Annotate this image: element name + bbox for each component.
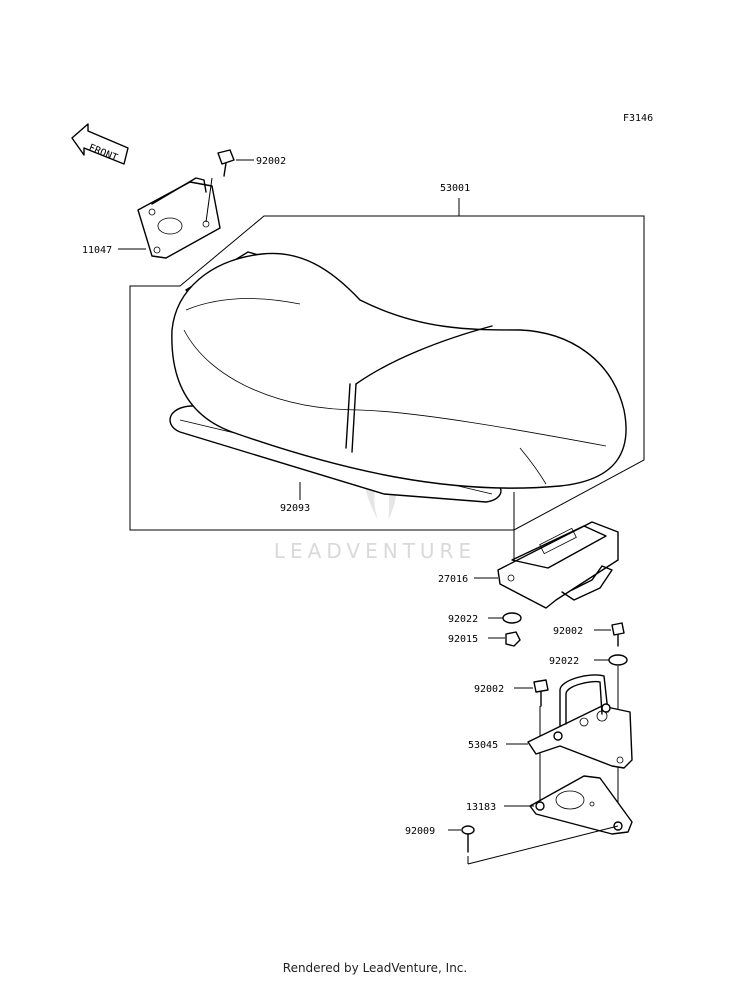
hook-bracket bbox=[527, 674, 633, 769]
label-bolt-right-upper: 92002 bbox=[553, 626, 583, 637]
front-arrow-label: FRONT bbox=[87, 143, 119, 164]
nut-icon bbox=[505, 631, 521, 647]
bolt-right-icon bbox=[611, 622, 625, 647]
assembly-box bbox=[129, 215, 645, 531]
label-washer-upper: 92022 bbox=[448, 614, 478, 625]
label-nut: 92015 bbox=[448, 634, 478, 645]
label-washer-right: 92022 bbox=[549, 656, 579, 667]
seat-hook bbox=[497, 521, 619, 609]
watermark-text: LEADVENTURE bbox=[274, 539, 476, 563]
label-hook-bracket: 53045 bbox=[468, 740, 498, 751]
bolt-left-icon bbox=[533, 679, 549, 707]
front-arrow-icon: FRONT bbox=[71, 123, 129, 165]
leader-screw-to-plate bbox=[467, 825, 619, 865]
leader-bolt-front-to-bracket bbox=[205, 177, 213, 223]
screw-icon bbox=[461, 825, 475, 853]
label-base-plate: 13183 bbox=[466, 802, 496, 813]
label-bolt-left: 92002 bbox=[474, 684, 504, 695]
parts-diagram: LEADVENTURE F3146 FRONT 53001 11047 9200… bbox=[71, 113, 653, 865]
label-seat-assembly: 53001 bbox=[440, 183, 470, 194]
label-screw: 92009 bbox=[405, 826, 435, 837]
label-bolt-front: 92002 bbox=[256, 156, 286, 167]
label-seat-hook: 27016 bbox=[438, 574, 468, 585]
label-seat-bracket-front: 11047 bbox=[82, 245, 112, 256]
front-bracket bbox=[137, 177, 221, 259]
base-plate bbox=[529, 775, 633, 835]
bolt-front-icon bbox=[217, 149, 235, 177]
washer-upper-icon bbox=[502, 612, 522, 624]
label-seat-trim: 92093 bbox=[280, 503, 310, 514]
footer-credit: Rendered by LeadVenture, Inc. bbox=[282, 961, 468, 975]
washer-right-icon bbox=[608, 654, 628, 666]
figure-code: F3146 bbox=[623, 113, 653, 124]
seat bbox=[169, 251, 627, 503]
